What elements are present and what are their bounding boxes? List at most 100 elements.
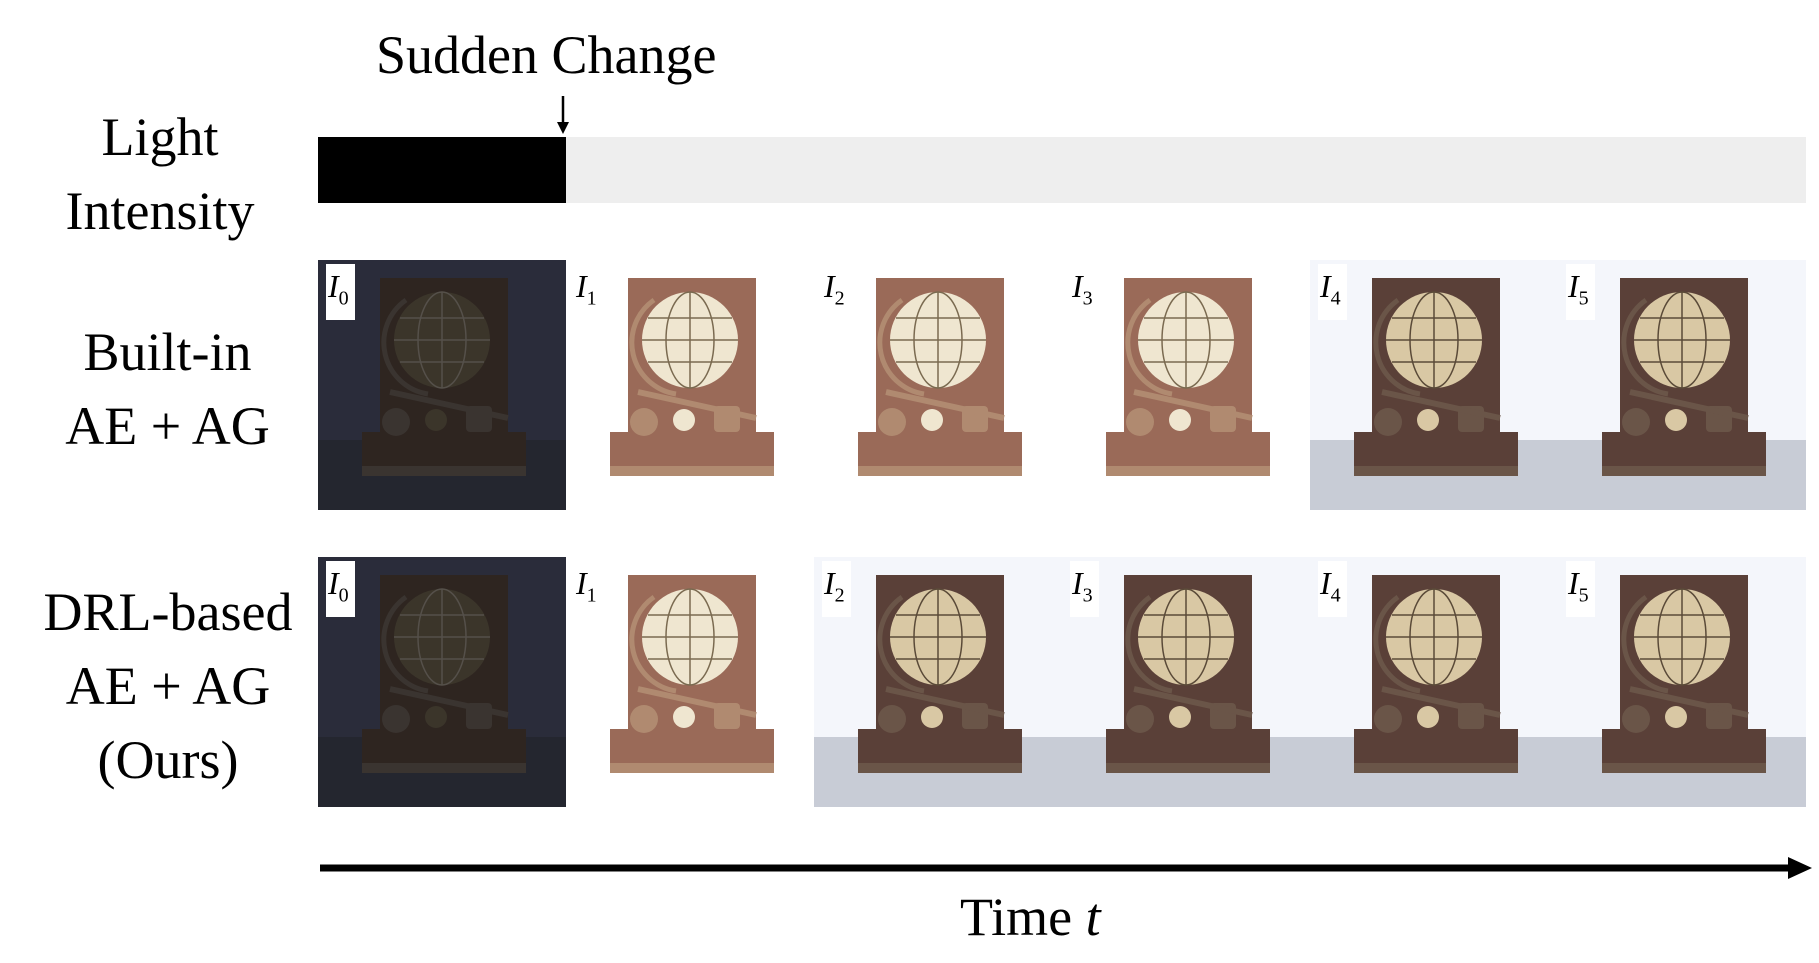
frame-variable: I — [1072, 268, 1083, 304]
globe-grid — [642, 588, 738, 686]
frame-index: 3 — [1082, 584, 1093, 607]
quill-pen — [637, 389, 757, 421]
globe-stand — [1373, 594, 1421, 694]
frame-label: I2 — [822, 561, 851, 618]
book-base — [1354, 729, 1518, 763]
frame-variable: I — [1072, 565, 1083, 601]
frame-index: 5 — [1578, 584, 1589, 607]
book-base — [610, 432, 774, 466]
frame-label: I5 — [1566, 561, 1595, 618]
pocket-watch — [382, 705, 410, 733]
pocket-watch — [1374, 408, 1402, 436]
frame-variable: I — [1568, 565, 1579, 601]
globe-grid — [1386, 291, 1482, 389]
light-intensity-label: Light Intensity — [65, 107, 255, 241]
pocket-watch — [382, 408, 410, 436]
frame-index: 3 — [1082, 287, 1093, 310]
time-axis-arrow — [320, 857, 1812, 879]
globe-stand — [629, 297, 677, 397]
metal-ball — [1665, 409, 1687, 431]
quill-pen — [1629, 389, 1749, 421]
metal-ball — [1665, 706, 1687, 728]
frame-index: 0 — [338, 287, 349, 310]
pocket-watch — [878, 705, 906, 733]
pocket-watch — [1126, 705, 1154, 733]
globe-grid — [890, 291, 986, 389]
quill-pen — [389, 389, 509, 421]
frame-image: I1 — [566, 260, 814, 510]
quill-pen — [1381, 389, 1501, 421]
globe-grid — [1634, 588, 1730, 686]
globe-grid — [1386, 588, 1482, 686]
globe-stand — [629, 594, 677, 694]
book-pages — [1106, 466, 1270, 476]
scene-image — [566, 260, 814, 510]
frame-variable: I — [1320, 565, 1331, 601]
book-base — [362, 729, 526, 763]
book-base — [858, 432, 1022, 466]
frame-variable: I — [328, 268, 339, 304]
frame-image: I0 — [318, 557, 566, 807]
frame-label: I3 — [1070, 561, 1099, 618]
frame-label: I0 — [326, 561, 355, 618]
book-base — [362, 432, 526, 466]
globe-grid — [642, 291, 738, 389]
globe-stand — [1373, 297, 1421, 397]
book-base — [858, 729, 1022, 763]
frame-label: I4 — [1318, 264, 1347, 321]
globe-grid — [1138, 291, 1234, 389]
globe-stand — [1125, 594, 1173, 694]
globe-stand — [877, 594, 925, 694]
book-pages — [1602, 763, 1766, 773]
metal-ball — [921, 409, 943, 431]
quill-pen — [637, 686, 757, 718]
frame-label: I5 — [1566, 264, 1595, 321]
frame-index: 5 — [1578, 287, 1589, 310]
frame-image: I5 — [1558, 260, 1806, 510]
frame-index: 4 — [1330, 584, 1341, 607]
metal-ball — [1417, 409, 1439, 431]
pocket-watch — [1126, 408, 1154, 436]
frame-label: I3 — [1070, 264, 1099, 321]
time-axis-label: Time t — [960, 887, 1101, 947]
pocket-watch — [1622, 705, 1650, 733]
book-pages — [362, 763, 526, 773]
book-pages — [1354, 466, 1518, 476]
time-variable: t — [1085, 887, 1101, 947]
frame-label: I4 — [1318, 561, 1347, 618]
metal-ball — [921, 706, 943, 728]
scene-image — [1062, 260, 1310, 510]
scene-image — [1310, 557, 1558, 807]
frame-variable: I — [576, 565, 587, 601]
book-pages — [610, 466, 774, 476]
scene-image — [814, 260, 1062, 510]
globe-stand — [1621, 297, 1669, 397]
book-base — [1106, 432, 1270, 466]
globe-stand — [381, 297, 429, 397]
frame-variable: I — [576, 268, 587, 304]
frame-image: I4 — [1310, 260, 1558, 510]
frame-variable: I — [1568, 268, 1579, 304]
book-pages — [1354, 763, 1518, 773]
builtin-ae-ag-label: Built-in AE + AG — [65, 322, 270, 456]
sudden-change-label: Sudden Change — [376, 25, 717, 85]
metal-ball — [425, 409, 447, 431]
book-pages — [362, 466, 526, 476]
frame-image: I2 — [814, 557, 1062, 807]
globe-stand — [1621, 594, 1669, 694]
frame-image: I3 — [1062, 557, 1310, 807]
quill-pen — [389, 686, 509, 718]
scene-image — [318, 260, 566, 510]
metal-ball — [1169, 409, 1191, 431]
scene-image — [566, 557, 814, 807]
pocket-watch — [1622, 408, 1650, 436]
metal-ball — [425, 706, 447, 728]
frame-index: 1 — [586, 287, 597, 310]
frame-image: I0 — [318, 260, 566, 510]
globe-grid — [890, 588, 986, 686]
metal-ball — [673, 706, 695, 728]
book-pages — [610, 763, 774, 773]
dark-segment — [318, 137, 566, 203]
